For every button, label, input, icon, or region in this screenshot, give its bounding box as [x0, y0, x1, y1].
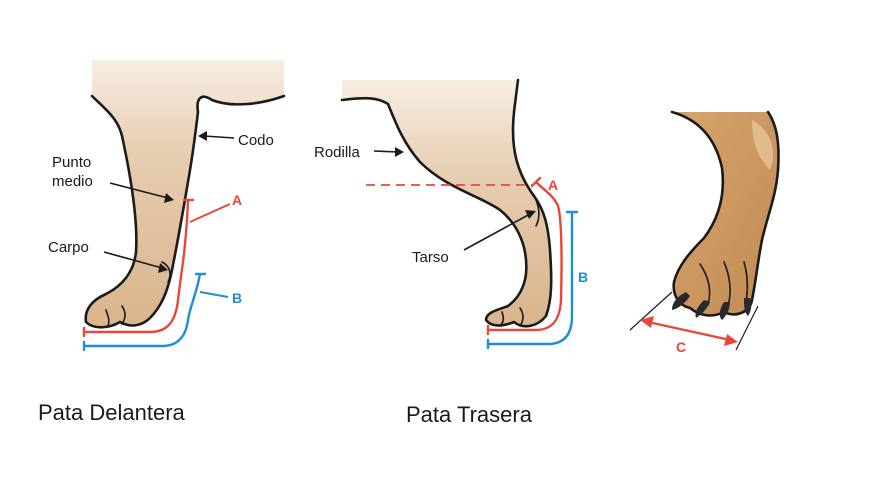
hind-measure-a-line — [486, 176, 563, 336]
hind-measure-b: B — [486, 210, 588, 350]
label-tarsus: Tarso — [412, 249, 449, 266]
label-knee: Rodilla — [314, 144, 361, 161]
hind-measure-a: A — [486, 176, 563, 336]
front-marker-b: B — [232, 290, 242, 306]
front-measure-b: B — [82, 272, 242, 352]
front-measure-b-line — [82, 272, 207, 352]
front-carpus-bump — [161, 261, 171, 283]
front-marker-a: A — [232, 192, 242, 208]
hind-leg-outline — [340, 78, 553, 328]
front-measure-a-line — [82, 198, 195, 338]
hind-leg-figure: A B Rodilla Tarso — [314, 78, 588, 350]
paw-illustration — [672, 112, 779, 316]
paw-measure-c-arrow-right — [724, 334, 738, 346]
front-measure-a: A — [82, 192, 242, 338]
label-carpus: Carpo — [48, 239, 89, 256]
front-leg-outline-left — [84, 94, 174, 329]
caption-front-leg: Pata Delantera — [38, 400, 185, 425]
paw-marker-c: C — [676, 339, 686, 355]
paw-measure-c-arrow-left — [640, 316, 654, 328]
hind-marker-b: B — [578, 269, 588, 285]
caption-hind-leg: Pata Trasera — [406, 402, 532, 427]
paw-shade — [752, 120, 774, 170]
paw-measure-c-line — [647, 320, 731, 342]
hind-leg-illustration — [342, 80, 552, 327]
paw-figure: C — [629, 110, 780, 355]
label-midpoint-1: Punto — [52, 154, 91, 171]
hind-hock-line — [535, 199, 540, 227]
label-midpoint-2: medio — [52, 173, 93, 190]
hind-measure-b-line — [486, 210, 579, 350]
hind-marker-a: A — [548, 177, 558, 193]
hind-toe-lines — [499, 307, 524, 327]
label-elbow: Codo — [238, 132, 274, 149]
front-leg-outline-right — [170, 94, 286, 272]
front-toe-lines — [105, 305, 126, 327]
front-leg-figure: A B Codo Punto medio Carpo — [48, 60, 286, 352]
paw-outline — [670, 110, 780, 317]
